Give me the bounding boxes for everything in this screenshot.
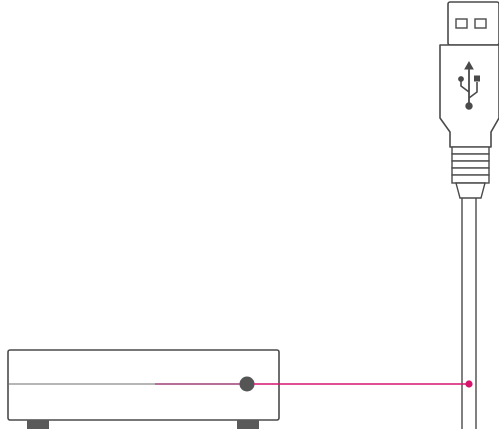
device-foot-right bbox=[237, 420, 259, 429]
device-body bbox=[8, 350, 279, 420]
device bbox=[8, 350, 279, 429]
usb-plug-contact-left bbox=[456, 19, 467, 28]
device-foot-left bbox=[27, 420, 49, 429]
device-port bbox=[240, 377, 255, 392]
usb-plug bbox=[440, 2, 499, 198]
usb-plug-contact-right bbox=[475, 19, 486, 28]
usb-strain-relief bbox=[452, 147, 489, 198]
connection-node bbox=[465, 380, 472, 387]
connection bbox=[254, 380, 473, 387]
usb-cable bbox=[462, 198, 476, 429]
